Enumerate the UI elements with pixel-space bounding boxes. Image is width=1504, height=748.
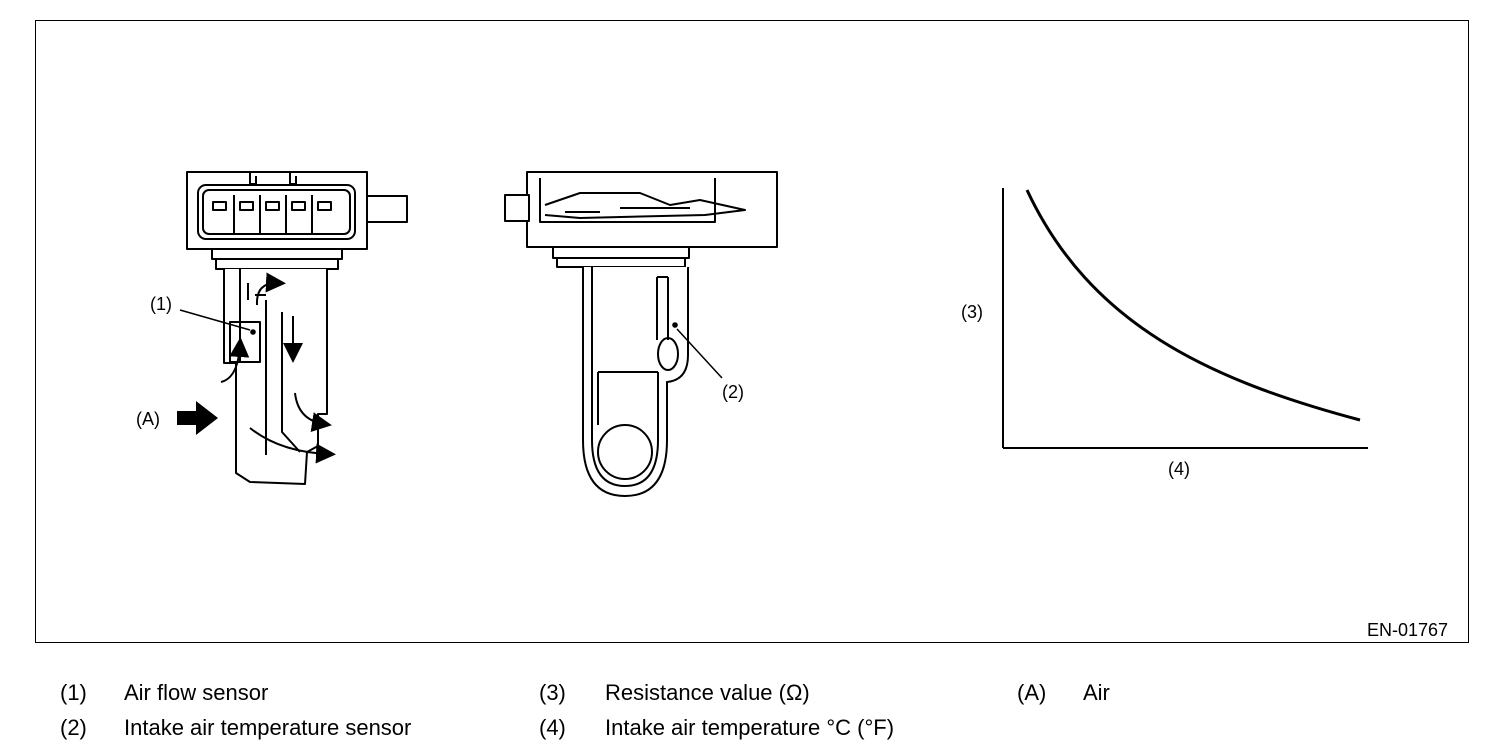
legend-text: Intake air temperature sensor	[124, 715, 412, 740]
figure-frame	[35, 20, 1469, 643]
callout-2: (2)	[722, 382, 744, 402]
leader-line-2	[676, 328, 723, 379]
figure-code: EN-01767	[1367, 620, 1448, 640]
callout-a: (A)	[136, 409, 160, 429]
legend-text: Resistance value (Ω)	[605, 680, 810, 705]
legend-key: (4)	[539, 715, 566, 740]
legend-key: (3)	[539, 680, 566, 705]
callout-1: (1)	[150, 294, 172, 314]
legend-text: Air	[1083, 680, 1110, 705]
legend-key: (1)	[60, 680, 87, 705]
callout-4: (4)	[1168, 459, 1190, 479]
leader-line-1	[179, 309, 251, 331]
legend-text: Air flow sensor	[124, 680, 269, 705]
legend-text: Intake air temperature °C (°F)	[605, 715, 895, 740]
callout-3: (3)	[961, 302, 983, 322]
air-flow-sensor-side-view	[186, 171, 408, 485]
intake-air-temperature-sensor-view	[504, 171, 778, 497]
air-inflow-arrow	[177, 401, 218, 435]
legend-key: (A)	[1017, 680, 1047, 705]
resistance-curve	[1025, 189, 1361, 422]
resistance-temperature-graph	[1002, 188, 1368, 449]
legend-key: (2)	[60, 715, 87, 740]
legend: (1) Air flow sensor (2) Intake air tempe…	[0, 670, 1504, 748]
